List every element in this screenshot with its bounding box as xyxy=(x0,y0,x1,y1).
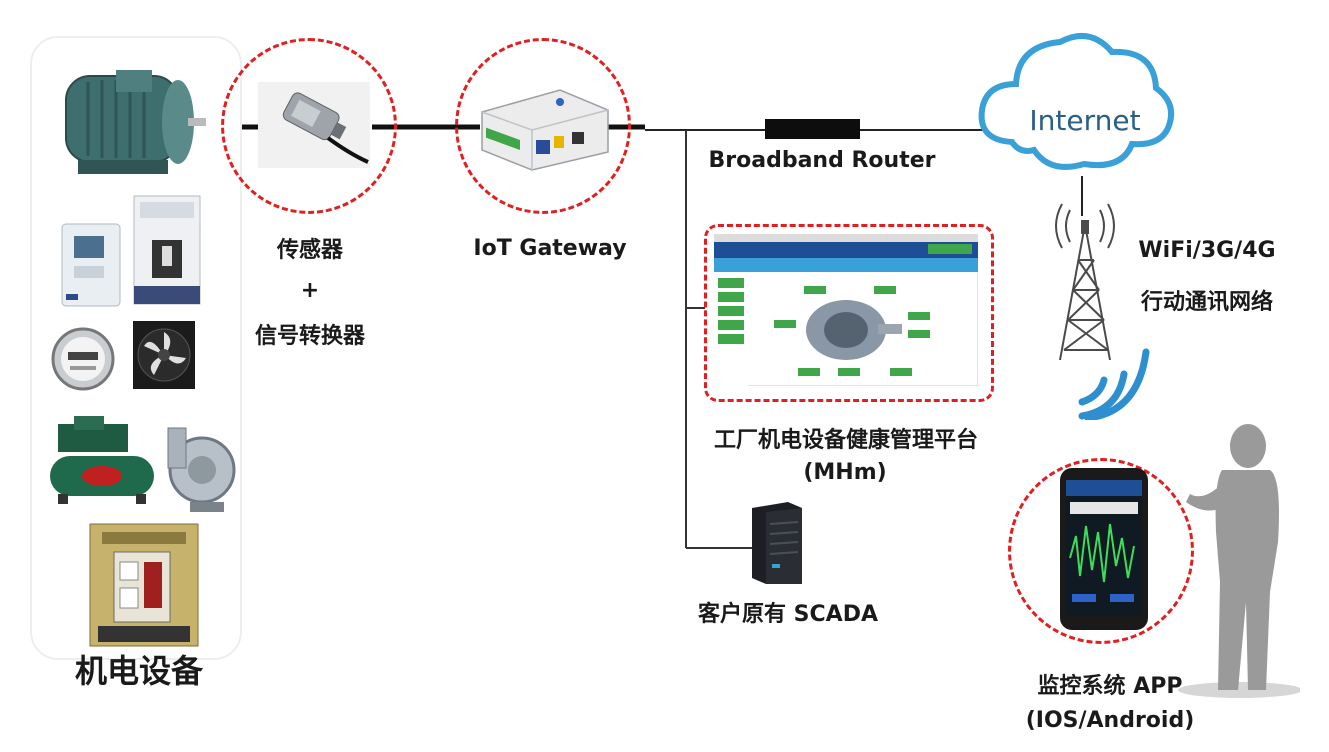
app-label-line1: 监控系统 APP xyxy=(1037,674,1183,699)
wireless-label-line2: 行动通讯网络 xyxy=(1140,290,1273,315)
wireless-label-line1: WiFi/3G/4G xyxy=(1138,238,1276,263)
centrifugal-pump-icon xyxy=(167,427,236,512)
wireless-signal-icon xyxy=(1078,348,1150,420)
app-highlight-ring xyxy=(1008,458,1194,644)
person-silhouette-icon xyxy=(1178,424,1300,698)
vibration-sensor-icon xyxy=(258,82,370,168)
sensor-label-line3: 信号转换器 xyxy=(254,324,365,349)
internet-label: Internet xyxy=(1029,104,1141,137)
scada-server-icon xyxy=(752,502,802,584)
router-label: Broadband Router xyxy=(708,148,936,173)
iot-gateway-icon xyxy=(481,89,609,171)
equipment-title: 机电设备 xyxy=(74,652,203,690)
sensor-label-line1: 传感器 xyxy=(276,238,343,263)
sensor-label-line2: + xyxy=(300,278,320,303)
smartphone-app-icon xyxy=(1060,468,1148,630)
air-compressor-icon xyxy=(50,416,154,504)
platform-label-line2: (MHm) xyxy=(803,460,887,485)
router-device xyxy=(765,119,860,139)
platform-label-line1: 工厂机电设备健康管理平台 xyxy=(713,428,978,453)
inverter-icon xyxy=(61,223,121,307)
motor-icon xyxy=(65,70,206,174)
mhm-dashboard-thumbnail xyxy=(714,234,978,386)
app-label-line2: (IOS/Android) xyxy=(1025,708,1195,733)
power-meter-icon xyxy=(51,327,115,391)
cell-tower-icon xyxy=(1055,203,1115,361)
air-circuit-breaker-icon xyxy=(89,523,199,647)
cloud-to-tower-line xyxy=(1081,176,1083,216)
sensor-highlight-ring xyxy=(221,38,397,214)
platform-highlight-frame xyxy=(704,224,994,402)
cooling-fan-icon xyxy=(133,321,195,389)
breaker-icon xyxy=(133,195,201,305)
scada-label: 客户原有 SCADA xyxy=(698,602,878,627)
gateway-highlight-ring xyxy=(455,38,631,214)
gateway-label: IoT Gateway xyxy=(473,236,627,261)
internet-cloud-icon xyxy=(978,32,1174,170)
